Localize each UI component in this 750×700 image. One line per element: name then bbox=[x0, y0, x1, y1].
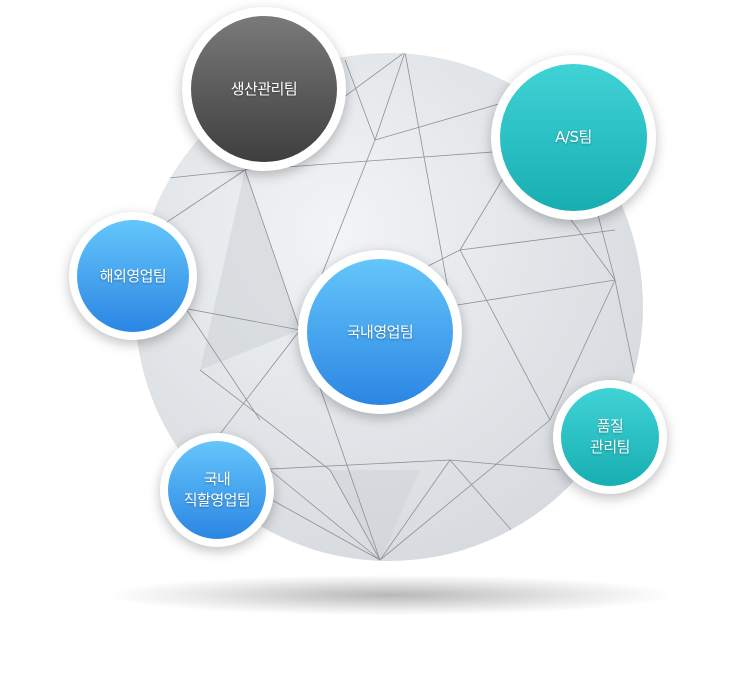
node-label: A/S팀 bbox=[555, 128, 592, 146]
node-label: 해외영업팀 bbox=[99, 266, 167, 285]
node-domestic-sales-team[interactable]: 국내영업팀 bbox=[298, 250, 462, 414]
node-label: 국내영업팀 bbox=[346, 322, 414, 341]
sphere-shadow bbox=[110, 575, 670, 615]
node-label: 품질 관리팀 bbox=[590, 417, 630, 456]
node-label: 국내 직할영업팀 bbox=[183, 470, 251, 509]
node-production-team[interactable]: 생산관리팀 bbox=[182, 7, 346, 171]
node-as-team[interactable]: A/S팀 bbox=[491, 55, 656, 220]
node-direct-sales-team[interactable]: 국내 직할영업팀 bbox=[160, 433, 274, 547]
node-quality-team[interactable]: 품질 관리팀 bbox=[553, 380, 667, 494]
node-label: 생산관리팀 bbox=[230, 79, 298, 98]
node-overseas-sales-team[interactable]: 해외영업팀 bbox=[69, 212, 197, 340]
